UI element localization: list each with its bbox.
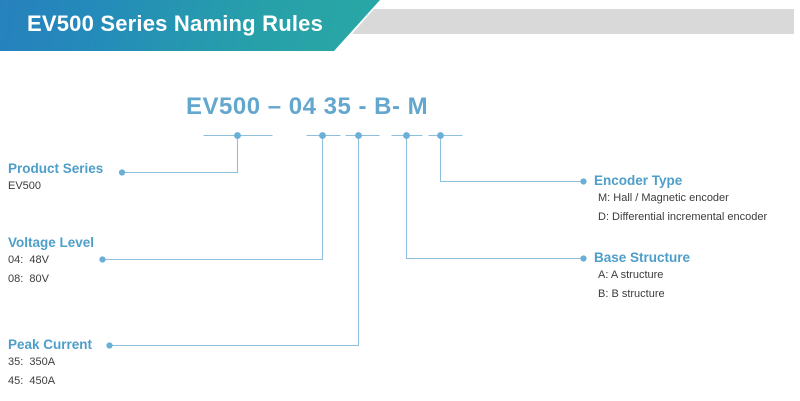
node-dot-product-series <box>234 132 241 139</box>
end-dot-peak-current <box>106 342 113 349</box>
connector-voltage-level <box>104 134 341 261</box>
connector-product-series <box>124 134 273 174</box>
header-accent-bar <box>352 9 794 34</box>
header-gradient-shape <box>0 0 380 51</box>
connector-base-structure <box>391 134 582 260</box>
legend-title-product-series: Product Series <box>8 161 104 176</box>
legend-option: EV500 <box>8 180 42 192</box>
legend-item-product-series: Product Series EV500 <box>8 160 103 196</box>
end-dot-product-series <box>118 169 126 176</box>
node-dot-peak-current <box>355 132 362 139</box>
legend-option: 04: 48V <box>8 254 49 266</box>
connector-encoder-type <box>428 134 582 183</box>
legend-option: A: A structure <box>598 269 664 281</box>
legend-option: 45: 450A <box>8 375 56 387</box>
node-dot-voltage-level <box>319 132 326 139</box>
end-dot-voltage-level <box>99 256 106 263</box>
legend-item-base-structure: Base Structure A: A structure B: B struc… <box>586 249 690 304</box>
legend-option: B: B structure <box>598 288 665 300</box>
legend-option: M: Hall / Magnetic encoder <box>598 192 729 204</box>
legend-item-encoder-type: Encoder Type M: Hall / Magnetic encoder … <box>586 172 767 227</box>
legend-item-voltage-level: Voltage Level 04: 48V 08: 80V <box>8 234 94 289</box>
legend-option: D: Differential incremental encoder <box>598 211 768 223</box>
legend-title-voltage-level: Voltage Level <box>8 235 95 250</box>
model-code: EV500 – 04 35 - B- M <box>186 93 429 120</box>
legend-option: 08: 80V <box>8 273 49 285</box>
page-title: EV500 Series Naming Rules <box>27 11 324 36</box>
node-dot-encoder-type <box>437 132 444 139</box>
connector-peak-current <box>111 134 380 347</box>
legend-item-peak-current: Peak Current 35: 350A 45: 450A <box>8 336 92 391</box>
legend-title-base-structure: Base Structure <box>594 250 691 265</box>
node-dot-base-structure <box>403 132 410 139</box>
header-banner: EV500 Series Naming Rules <box>0 0 800 56</box>
legend-option: 35: 350A <box>8 356 56 368</box>
legend-title-encoder-type: Encoder Type <box>594 173 683 188</box>
legend-title-peak-current: Peak Current <box>8 337 93 352</box>
